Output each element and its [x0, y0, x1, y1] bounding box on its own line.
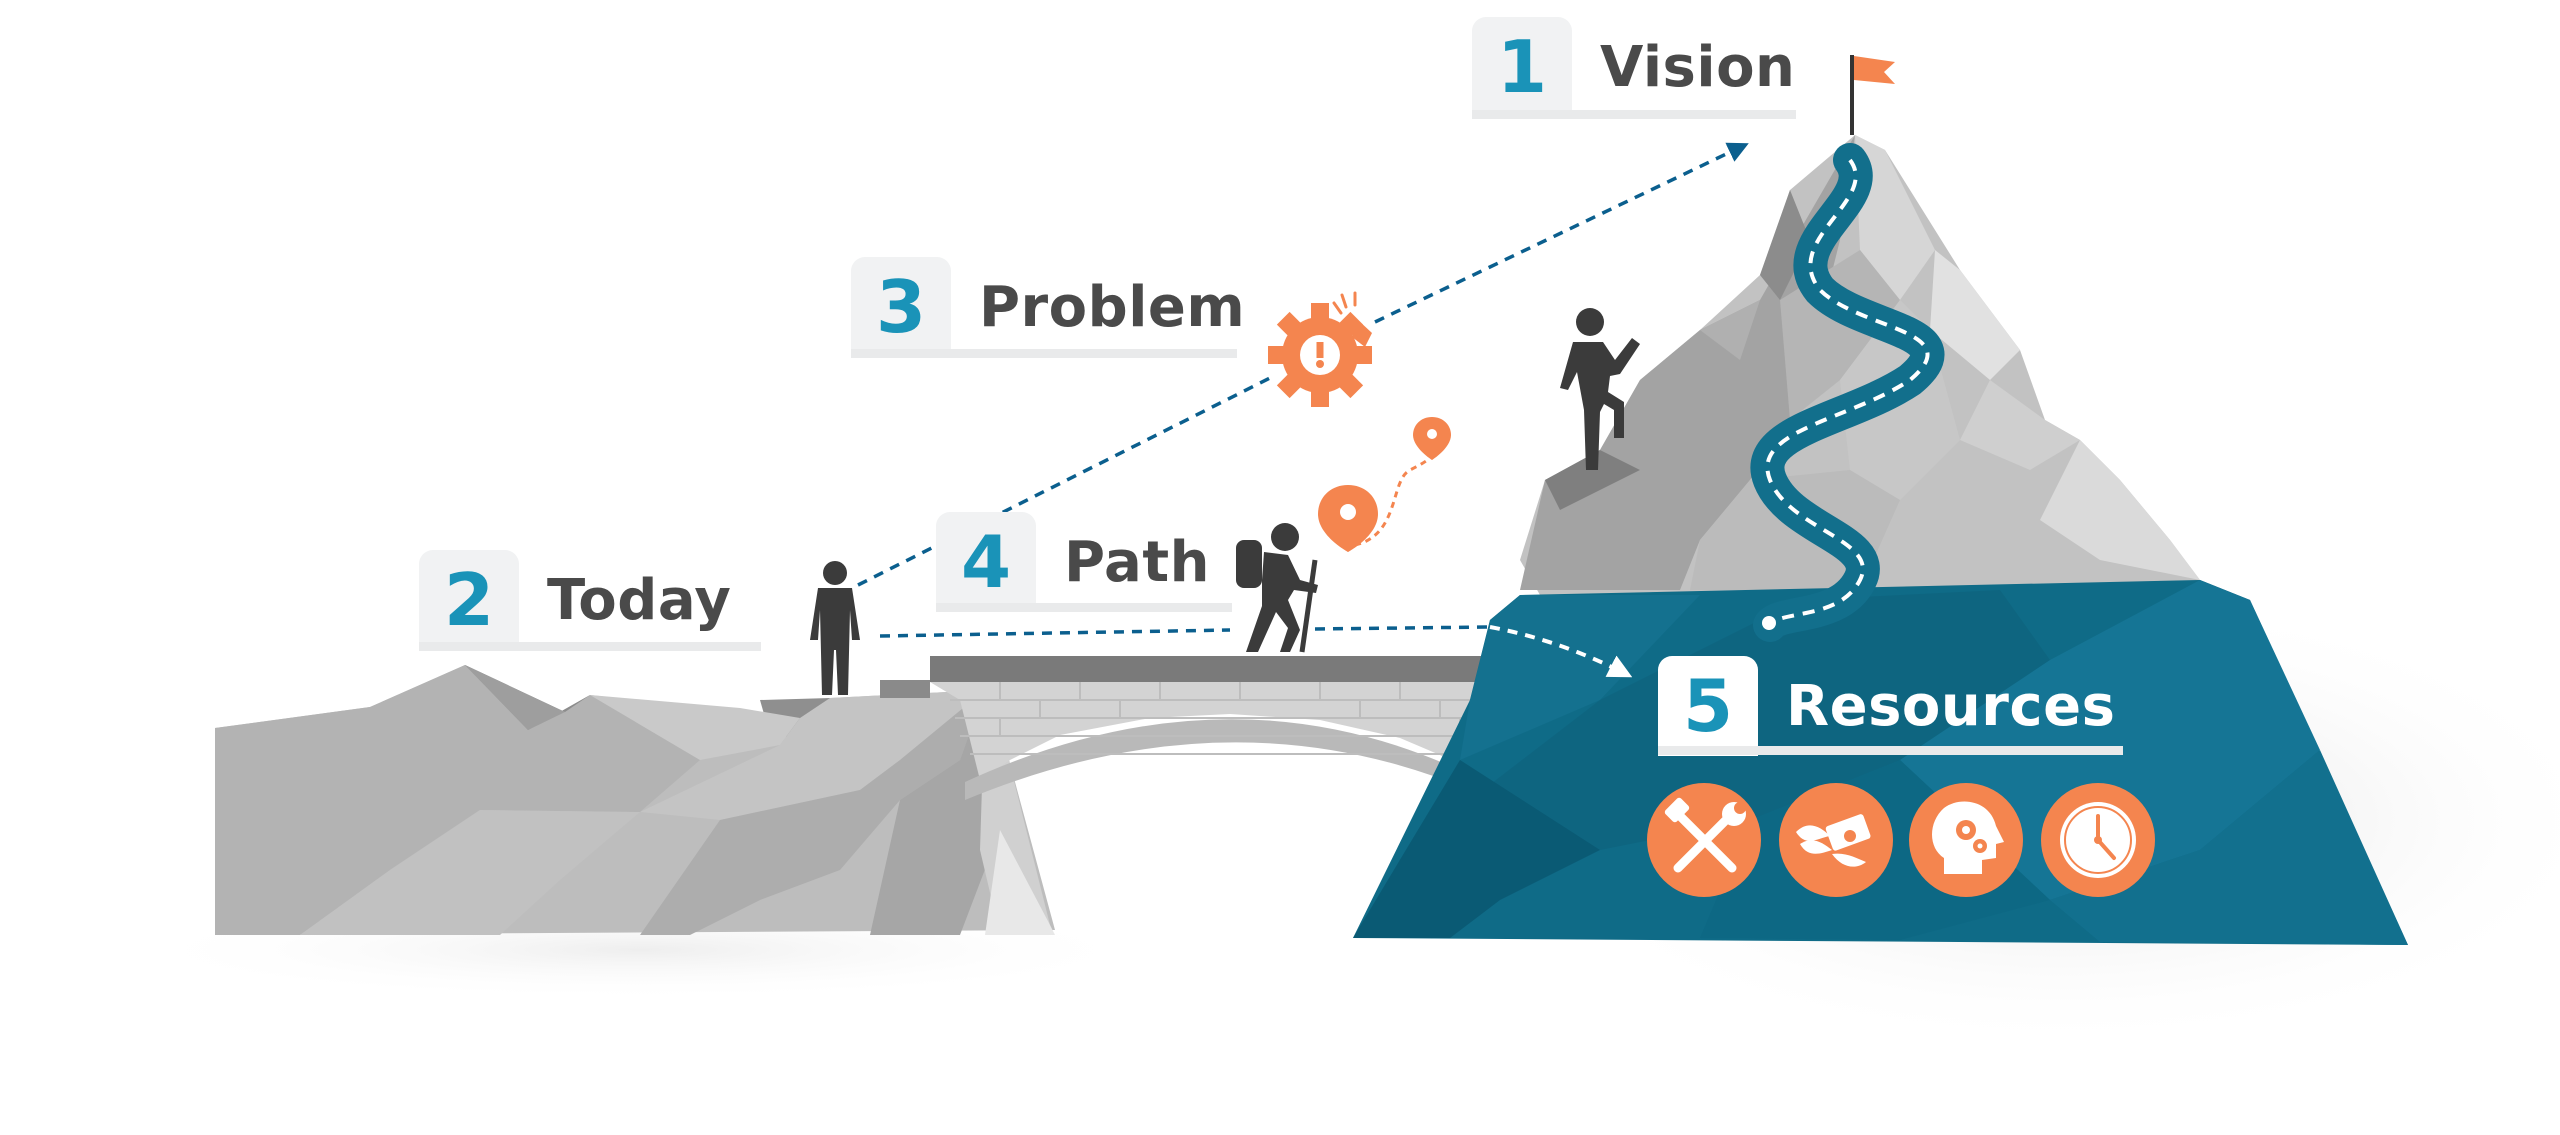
clock-icon — [2041, 783, 2155, 897]
step-title: Problem — [979, 274, 1246, 340]
step-title: Path — [1064, 529, 1210, 595]
step-underline — [419, 642, 761, 651]
bridge-path-arrow — [879, 625, 1633, 678]
step-title: Resources — [1786, 673, 2116, 739]
step-path: 4 Path — [936, 512, 1210, 612]
step-number: 2 — [419, 550, 519, 650]
step-underline — [851, 349, 1237, 358]
stone-bridge — [880, 656, 1528, 800]
step-number: 3 — [851, 257, 951, 357]
resource-icons — [1647, 783, 2155, 897]
step-resources: 5 Resources — [1658, 656, 2115, 756]
step-number: 1 — [1472, 17, 1572, 117]
gear-alert-icon — [1268, 291, 1372, 407]
person-icon — [810, 561, 860, 695]
vision-path-arrow — [857, 142, 1749, 587]
tools-icon — [1647, 783, 1761, 897]
map-pin-icon — [1318, 417, 1451, 552]
head-gears-icon — [1909, 783, 2023, 897]
step-today: 2 Today — [419, 550, 731, 650]
step-number: 4 — [936, 512, 1036, 612]
step-underline — [1472, 110, 1796, 119]
hiker-icon — [1236, 523, 1318, 653]
step-number: 5 — [1658, 656, 1758, 756]
left-cliff — [215, 665, 1055, 935]
flying-money-icon — [1779, 783, 1893, 897]
step-problem: 3 Problem — [851, 257, 1245, 357]
step-title: Vision — [1600, 34, 1796, 100]
step-vision: 1 Vision — [1472, 17, 1795, 117]
climber-icon — [1560, 308, 1640, 470]
step-underline — [1658, 746, 2123, 755]
step-underline — [936, 603, 1232, 612]
step-title: Today — [547, 567, 732, 633]
flag-icon — [1850, 55, 1895, 135]
